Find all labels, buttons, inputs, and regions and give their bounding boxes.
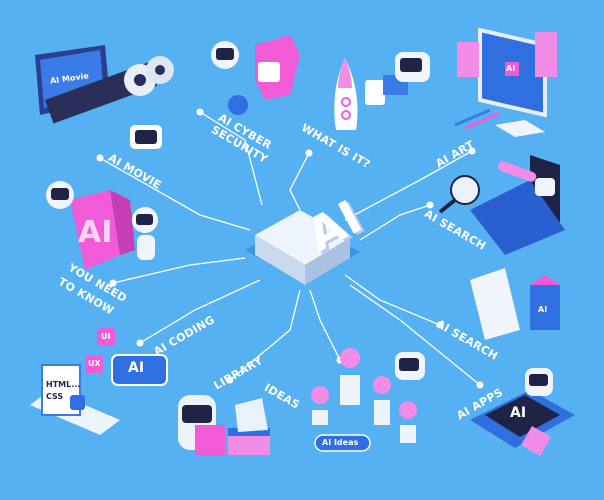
cyber-security-illustration (211, 35, 300, 115)
library-illustration (178, 395, 270, 455)
monitor-ai-text: AI (506, 64, 516, 73)
ai-coding-illustration (30, 328, 168, 435)
movie-illustration (35, 45, 174, 149)
ai-art-illustration (454, 27, 557, 137)
center-ai-block (245, 210, 360, 285)
ideas-illustration (311, 348, 425, 452)
connector-lines (99, 111, 481, 386)
ux-tag: UX (88, 359, 101, 368)
mail-ai-text: AI (538, 305, 548, 314)
phone-ai-text: AI (510, 405, 527, 421)
ai-search-laptop-illustration (438, 155, 565, 255)
code-window-css: CSS (46, 392, 64, 401)
code-window-html: HTML... (46, 380, 81, 389)
connector-dots (96, 108, 484, 389)
ui-tag: UI (101, 332, 111, 341)
you-need-to-know-illustration (46, 181, 158, 270)
rocket-illustration (334, 52, 430, 130)
ideas-badge: AI Ideas (322, 438, 359, 447)
big-ai-letters: AI (78, 215, 113, 250)
ai-apps-illustration (470, 368, 575, 457)
coding-box-text: AI (128, 360, 145, 376)
ai-search-documents-illustration (470, 268, 560, 340)
